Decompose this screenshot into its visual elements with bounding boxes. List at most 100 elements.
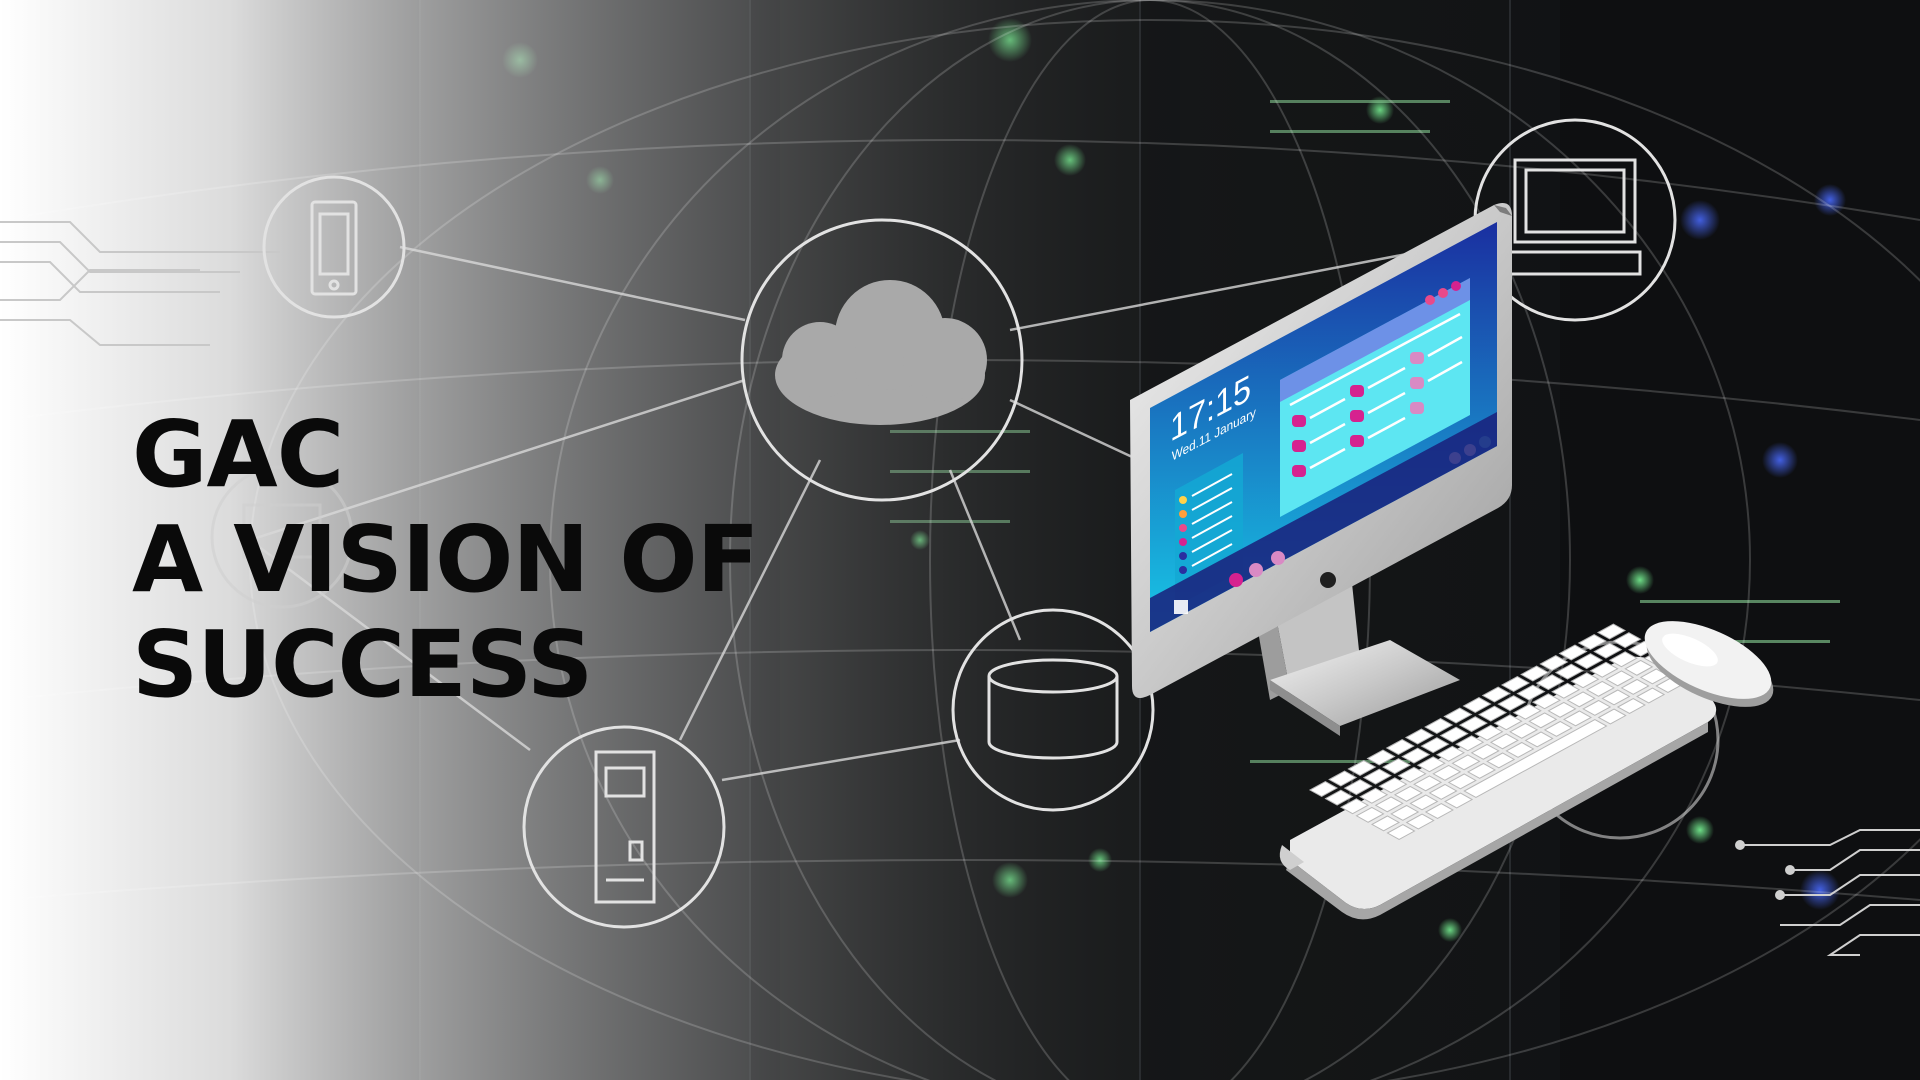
keyboard-key (1359, 787, 1389, 804)
keyboard-key (1409, 794, 1439, 811)
keyboard-key (1401, 747, 1431, 764)
keyboard-key (1382, 758, 1412, 775)
keyboard-key (1397, 766, 1427, 783)
screen-widget-list (1179, 496, 1187, 574)
keyboard-key (1512, 703, 1542, 720)
keyboard (1279, 623, 1717, 920)
keyboard-key (1493, 714, 1523, 731)
keyboard-key (1547, 701, 1577, 718)
computer-illustration: 17:15 Wed.11 January (1130, 203, 1774, 920)
keyboard-key (1308, 781, 1339, 798)
keyboard-key (1424, 803, 1454, 820)
keyboard-key (1393, 785, 1423, 802)
keyboard-key (1558, 644, 1588, 661)
keyboard-key (1574, 653, 1604, 670)
keyboard-key (1528, 712, 1558, 729)
node-phone (262, 175, 406, 319)
keyboard-key (1636, 687, 1666, 704)
keyboard-key (1570, 672, 1600, 689)
keyboard-key (1486, 752, 1516, 769)
keyboard-key (1420, 737, 1450, 754)
keyboard-key (1447, 773, 1477, 790)
keyboard-key (1339, 798, 1370, 815)
keyboard-spacebar (1463, 719, 1608, 799)
keyboard-key (1612, 632, 1642, 649)
headline-line-2: A VISION OF (132, 506, 759, 613)
keyboard-key (1524, 731, 1554, 748)
keyboard-key (1597, 708, 1627, 725)
keyboard-key (1474, 724, 1504, 741)
keyboard-key (1462, 697, 1492, 714)
keyboard-key (1497, 695, 1527, 712)
keyboard-key (1516, 684, 1546, 701)
keyboard-key (1535, 674, 1565, 691)
keyboard-key (1374, 796, 1404, 813)
laptop-icon (1508, 158, 1642, 276)
phone-icon (310, 200, 358, 296)
server-tower-icon (594, 750, 656, 904)
keyboard-key (1324, 789, 1354, 806)
keyboard-key (1620, 678, 1650, 695)
keyboard-key (1386, 824, 1416, 841)
keyboard-key (1343, 779, 1373, 796)
keyboard-key (1416, 756, 1446, 773)
keyboard-key (1543, 720, 1573, 737)
keyboard-key (1539, 655, 1569, 672)
keyboard-key (1455, 735, 1485, 752)
headline-line-1: GAC (132, 401, 344, 508)
keyboard-key (1444, 792, 1474, 809)
keyboard-key (1439, 726, 1469, 743)
keyboard-key (1370, 815, 1401, 832)
keyboard-key (1500, 676, 1531, 693)
keyboard-key (1481, 686, 1511, 703)
keyboard-key (1608, 651, 1638, 668)
keyboard-key (1605, 670, 1635, 687)
circuit-traces-left (0, 221, 280, 346)
keyboard-key (1520, 665, 1550, 682)
monitor-logo-dot (1320, 572, 1336, 588)
keyboard-key (1458, 716, 1488, 733)
keyboard-key (1593, 642, 1623, 659)
screen-window-controls (1425, 281, 1461, 305)
keyboard-key (1531, 693, 1562, 710)
screen-app-rows (1289, 312, 1463, 477)
keyboard-key (1378, 777, 1408, 794)
keyboard-key (1585, 680, 1615, 697)
node-server-tower (522, 725, 726, 929)
node-cloud (740, 218, 1024, 502)
keyboard-key (1366, 749, 1396, 766)
keyboard-key (1582, 699, 1612, 716)
keyboard-key (1413, 775, 1443, 792)
keyboard-key (1562, 710, 1593, 727)
keyboard-key (1385, 739, 1415, 756)
keyboard-key (1624, 659, 1654, 676)
keyboard-key (1347, 760, 1377, 777)
keyboard-key (1451, 754, 1481, 771)
keyboard-key (1616, 698, 1646, 715)
keyboard-key (1489, 733, 1519, 750)
keyboard-key (1551, 682, 1581, 699)
cloud-icon (775, 280, 987, 425)
keyboard-key (1390, 804, 1420, 821)
keyboard-key (1589, 661, 1619, 678)
keyboard-key (1435, 745, 1466, 762)
keyboard-key (1362, 768, 1392, 785)
keyboard-key (1505, 741, 1535, 758)
network-connections (249, 238, 1481, 782)
keyboard-key (1404, 728, 1435, 745)
headline: GAC A VISION OF SUCCESS (132, 401, 759, 718)
keyboard-key (1577, 634, 1607, 651)
mouse (1644, 621, 1774, 707)
keyboard-key (1470, 743, 1500, 760)
keyboard-key (1443, 707, 1473, 724)
keyboard-key (1405, 813, 1435, 830)
headline-line-3: SUCCESS (132, 611, 593, 718)
keyboard-key (1424, 718, 1454, 735)
keyboard-key (1428, 783, 1458, 800)
keyboard-key (1601, 689, 1631, 706)
node-monitor-faded (210, 465, 354, 609)
keyboard-key (1509, 722, 1539, 739)
keyboard-key (1554, 663, 1584, 680)
monitor-icon (242, 503, 322, 575)
